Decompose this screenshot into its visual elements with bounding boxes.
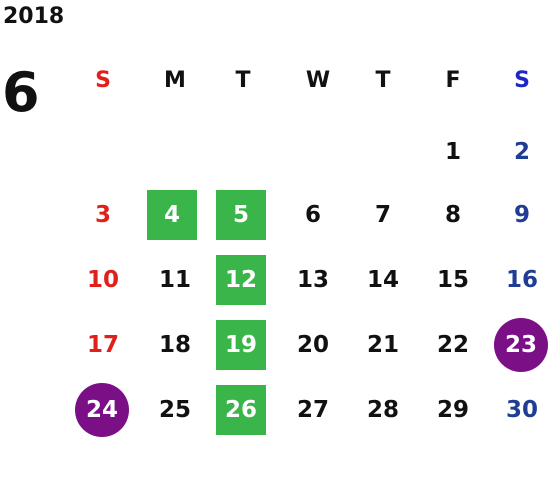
day-cell[interactable]: 2 (513, 139, 530, 165)
day-cell-highlighted[interactable]: 5 (216, 190, 266, 240)
day-cell[interactable]: 22 (436, 332, 469, 358)
day-cell[interactable]: 11 (158, 267, 191, 293)
day-cell[interactable]: 3 (94, 202, 111, 228)
day-cell[interactable]: 28 (366, 397, 399, 423)
weekday-saturday: S (514, 68, 530, 93)
day-cell[interactable]: 1 (444, 139, 461, 165)
day-cell[interactable]: 8 (444, 202, 461, 228)
day-cell-highlighted[interactable]: 19 (216, 320, 266, 370)
weekday-thursday: T (375, 68, 391, 93)
weekday-wednesday: W (305, 68, 331, 93)
day-cell[interactable]: 29 (436, 397, 469, 423)
day-cell-circled[interactable]: 24 (75, 383, 129, 437)
weekday-monday: M (164, 68, 186, 93)
day-cell-highlighted[interactable]: 12 (216, 255, 266, 305)
weekday-tuesday: T (235, 68, 251, 93)
day-cell[interactable]: 17 (86, 332, 119, 358)
weekday-sunday: S (95, 68, 111, 93)
month-label: 6 (2, 61, 40, 124)
day-cell[interactable]: 10 (86, 267, 119, 293)
day-cell[interactable]: 6 (304, 202, 321, 228)
day-cell[interactable]: 27 (296, 397, 329, 423)
year-label: 2018 (3, 4, 65, 29)
weekday-friday: F (445, 68, 461, 93)
day-cell[interactable]: 15 (436, 267, 469, 293)
day-cell[interactable]: 13 (296, 267, 329, 293)
day-cell[interactable]: 7 (374, 202, 391, 228)
day-cell-circled[interactable]: 23 (494, 318, 548, 372)
day-cell[interactable]: 30 (505, 397, 538, 423)
day-cell[interactable]: 18 (158, 332, 191, 358)
day-cell-highlighted[interactable]: 26 (216, 385, 266, 435)
day-cell-highlighted[interactable]: 4 (147, 190, 197, 240)
day-cell[interactable]: 20 (296, 332, 329, 358)
day-cell[interactable]: 14 (366, 267, 399, 293)
day-cell[interactable]: 21 (366, 332, 399, 358)
day-cell[interactable]: 9 (513, 202, 530, 228)
day-cell[interactable]: 16 (505, 267, 538, 293)
day-cell[interactable]: 25 (158, 397, 191, 423)
